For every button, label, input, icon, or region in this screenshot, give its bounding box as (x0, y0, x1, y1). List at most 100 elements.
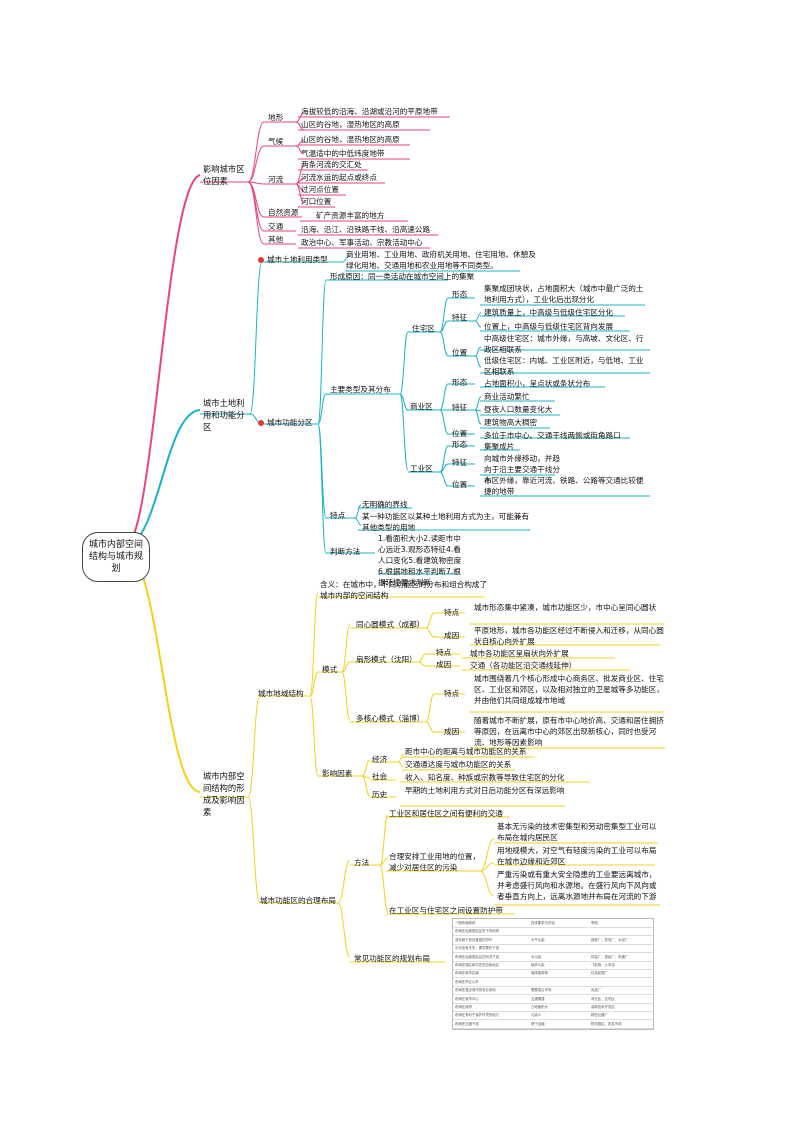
b2-res-feat: 特征 (452, 313, 468, 322)
table-cell: 与河流有关的，要布置在下游 (455, 946, 500, 951)
b3-p2-2: 用地规模大，对空气有轻度污染的工业可以布局在城市边缘和近郊区 (497, 846, 657, 866)
b2-ind: 工业区 (410, 464, 433, 473)
b3-m1-t1: 城市形态集中紧凑，城市功能区少，市中心呈同心圆状 (474, 603, 657, 612)
b3-m3-t: 特点 (444, 689, 460, 698)
table-cell: 大气污染 (531, 937, 545, 942)
b2-com: 商业区 (410, 402, 433, 411)
table-cell: 固体废弃物 (531, 971, 548, 976)
table-cell: 布局在靠近城市的农业用地 (455, 988, 496, 993)
b3-soc-1: 收入、知名度、种族或宗教等导致住宅区的分化 (405, 773, 565, 782)
b3-m3-c: 成因 (444, 727, 460, 736)
table-cell: 占地面积大 (531, 1005, 548, 1009)
b1-terrain-2: 山区的谷地，湿热地区的高原 (301, 120, 400, 129)
table-row: 布局在城区和村庄的边缘地区 噪声污染 飞机场、火车站 (453, 961, 653, 970)
table-row: 布局在交通干线便于运输物流园区、批发市场 (453, 1020, 653, 1029)
table-cell: 乳品厂 (591, 988, 602, 993)
table-cell: 布局在交通干线 (455, 1021, 479, 1026)
table-cell: 布局在有利于保护环境的地方 (455, 1013, 500, 1018)
b1-res-1: 矿产资源丰富的地方 (316, 211, 385, 220)
b3-p2: 合理安排工业用地的位置，减少对居住区的污染 (389, 852, 481, 872)
b3-m2-t1: 城市各功能区呈扇状向外扩展 (470, 649, 569, 658)
table-row: 布局在市区以外 (453, 978, 653, 987)
table-cell: 商业区、住宅区 (591, 996, 615, 1001)
b1-res: 自然资源 (268, 208, 299, 217)
b3-soc: 社会 (372, 772, 388, 781)
b2-com-feat: 特征 (452, 403, 468, 412)
table-cell: 污染少 (531, 1013, 542, 1018)
b2-res-feat-1: 建筑质量上，中高级与低级住宅区分化 (484, 308, 614, 317)
b2-com-feat-1: 商业活动繁忙 (484, 392, 530, 401)
b2-landuse: 城市土地利用类型 (258, 254, 328, 265)
b1-climate-1: 山区的谷地，湿热地区的高原 (301, 135, 400, 144)
table-cell: 布局在城区和村庄的边缘地区 (455, 963, 500, 967)
table-cell: 垃圾处理厂 (591, 971, 608, 976)
b3-m3-t1: 城市围绕着几个核心形成中心商务区、批发商业区、住宅区、工业区和郊区，以及相对独立… (474, 674, 664, 705)
b1-other: 其他 (268, 235, 284, 244)
b1-traffic-1: 沿海、沿江、沿铁路干线、沿高速公路 (301, 225, 431, 234)
b2-func-label: 城市功能分区 (267, 418, 313, 427)
b2-cause: 形成原因：同一类活动在城市空间上的集聚 (330, 272, 475, 281)
b2-trait-2: 某一种功能区以某种土地利用方式为主，可能兼有其他类型的用地 (362, 512, 530, 532)
table-cell: 交通便捷 (531, 996, 545, 1001)
table-cell: 举例 (591, 921, 598, 925)
root-node: 城市内部空间结构与城市规划 (82, 532, 150, 582)
b2-landuse-label: 城市土地利用类型 (267, 255, 328, 264)
table-row: 与河流有关的，要布置在下游 (453, 944, 653, 954)
b3-m2: 扇形模式（沈阳） (356, 655, 417, 664)
b1-climate-2: 气温适中的中低纬度地带 (301, 149, 385, 158)
b3-p3: 在工业区与住宅区之间设置防护带 (389, 906, 503, 915)
b3-m2-c: 成因 (436, 660, 452, 669)
table-cell: 便于运输 (531, 1021, 545, 1026)
table-cell: 飞机场、火车站 (591, 963, 615, 967)
b3-econ-1: 距市中心的距离与城市功能区的关系 (405, 747, 527, 756)
b2-judge: 判断方法 (330, 547, 361, 556)
b2-judge-1: 1.看面积大小2.读距市中心远近3.观形态特征4.看人口变化5.看建筑物密度6.… (378, 534, 462, 587)
b2-res-form-1: 集聚成团块状，占地面积大（城市中最广泛的土地利用方式），工业化后出现分化 (484, 284, 644, 304)
b2-trait: 特点 (330, 511, 346, 520)
b3-hist: 历史 (372, 790, 388, 799)
b2-landuse-text: 商业用地、工业用地、政府机关用地、住宅用地、休憩及绿化用地、交通用地和农业用地等… (346, 250, 536, 270)
table-cell: 水污染 (531, 954, 542, 959)
b3-plan: 城市功能区的合理布局 (260, 896, 336, 905)
table-cell: 布局在城市中心 (455, 996, 479, 1001)
b1-river-4: 河口位置 (301, 197, 332, 206)
b1-river: 河流 (268, 175, 284, 184)
b2-title: 城市土地利用和功能分区 (203, 398, 245, 432)
b3-econ-2: 交通通达度与城市功能区的关系 (405, 760, 512, 769)
b2-trait-1: 无明确的界线 (362, 500, 408, 509)
b1-title: 影响城市区位因素 (203, 164, 245, 186)
b1-river-1: 两条河流的交汇处 (301, 160, 362, 169)
b2-res: 住宅区 (412, 324, 435, 333)
b2-res-form: 形态 (452, 290, 468, 299)
table-row: 或布局于风向垂直的郊外大气污染钢铁厂、发电厂、水泥厂 (453, 936, 653, 945)
b3-p2-1: 基本无污染的技术密集型和劳动密集型工业可以布局在城内居民区 (497, 822, 657, 842)
b2-res-pos-1: 中高级住宅区：城市外缘，与高坡、文化区、行政区相联系 (484, 334, 644, 354)
b3-factor: 影响因素 (322, 769, 353, 778)
b1-other-1: 政治中心、军事活动、宗教活动中心 (301, 238, 423, 247)
b1-terrain: 地形 (268, 113, 284, 122)
table-cell: 钢铁厂、发电厂、水泥厂 (591, 937, 629, 942)
b3-mode: 模式 (322, 665, 338, 674)
b2-res-feat-2: 位置上，中高级与低级住宅区背向发展 (484, 322, 614, 331)
b2-com-form: 形态 (452, 378, 468, 387)
b3-m3: 多核心模式（淄博） (356, 714, 425, 723)
table-cell: 噪声污染 (531, 963, 545, 967)
b2-res-pos-2: 低级住宅区：内城、工业区附近，与低地、工业区相联系 (484, 356, 644, 376)
b1-terrain-1: 海拔较低的沿海、沿湖或沿河的平原地带 (301, 107, 438, 116)
table-cell: 布局在城市边缘 (455, 971, 479, 976)
table-row: 布局在城市边缘 固体废弃物 垃圾处理厂 (453, 969, 653, 979)
marker-icon (258, 420, 264, 426)
b2-com-pos: 位置 (452, 429, 468, 438)
b3-common: 常见功能区的规划布局 (354, 954, 430, 963)
b2-func: 城市功能分区 (258, 417, 313, 428)
b2-com-form-1: 占地面积小，呈点状或条状分布 (484, 379, 591, 388)
table-row: 布局在有利于保护环境的地方污染少精密仪器厂 (453, 1011, 653, 1021)
table-cell: 布局在城郊 (455, 1005, 472, 1009)
table-cell: 一般布局原则 (455, 921, 476, 925)
b2-ind-form-1: 集聚成片 (484, 442, 515, 451)
b3-m3-c1: 随着城市不断扩展，原有市中心地价高、交通和居住拥挤等原因，在远离市中心的郊区出现… (474, 716, 664, 747)
table-row: 布局在远离居民区的下风地带 (453, 927, 653, 937)
b3-m2-c1: 交通（各功能区沿交通线延伸） (470, 661, 577, 670)
b1-river-2: 河流水运的起点或终点 (301, 173, 377, 182)
